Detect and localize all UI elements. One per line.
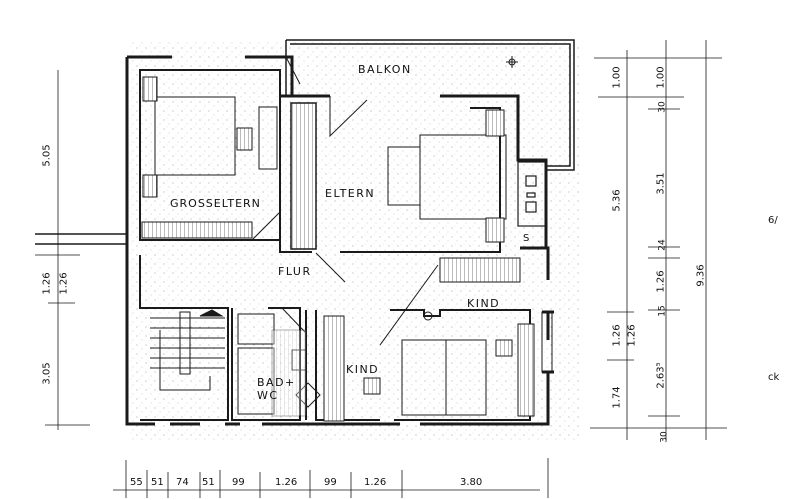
room-label-grosseltern: GROSSELTERN <box>170 197 261 210</box>
dim-right-outer-2: 5.36 <box>611 189 623 212</box>
dimension-lines <box>35 40 727 498</box>
dim-right-inner-3: 3.51 <box>655 172 667 195</box>
room-label-kind-right: KIND <box>467 297 501 310</box>
dim-right-outer-1: 1.00 <box>611 66 623 89</box>
wardrobe-grosseltern <box>141 221 253 239</box>
dim-right-inner-5: 1.26 <box>655 270 667 293</box>
dim-right-outer-4: 1.74 <box>611 386 623 409</box>
left-ledge <box>35 233 127 245</box>
dim-bottom-5: 99 <box>232 477 245 488</box>
window-kind <box>541 310 554 374</box>
dim-right-inner-1: 1.00 <box>655 66 667 89</box>
dim-left-2: 1.26 <box>41 272 53 295</box>
dim-right-inner-2: 30 <box>657 101 668 113</box>
counter-kind <box>439 257 521 283</box>
wardrobe-eltern <box>290 102 317 250</box>
dim-right-inner-8: 30 <box>659 431 670 443</box>
dim-bottom-2: 51 <box>151 477 164 488</box>
dim-bottom-7: 99 <box>324 477 337 488</box>
dim-right-inner-4: 24 <box>657 239 668 251</box>
dim-overall: 9.36 <box>695 264 707 287</box>
wardrobe-kind-right <box>517 323 535 417</box>
dim-bottom-4: 51 <box>202 477 215 488</box>
dim-bottom-1: 55 <box>130 477 143 488</box>
room-label-wc: WC <box>257 389 279 402</box>
room-label-eltern: ELTERN <box>325 187 376 200</box>
room-label-flur: FLUR <box>278 265 312 278</box>
dim-left-3: 3.05 <box>41 362 53 385</box>
dim-right-inner-7: 2.63⁵ <box>655 362 667 389</box>
dim-left-1: 5.05 <box>41 144 53 167</box>
room-label-kind-left: KIND <box>346 363 380 376</box>
dim-right-outer-3b: 1.26 <box>626 324 638 347</box>
wardrobe-kind <box>323 315 345 422</box>
dim-bottom-9: 3.80 <box>460 477 483 488</box>
dim-left-2b: 1.26 <box>58 272 70 295</box>
margin-mark-2: ck <box>768 372 780 383</box>
shaft-label: S <box>523 233 531 244</box>
dim-bottom-8: 1.26 <box>364 477 387 488</box>
furniture <box>142 76 513 416</box>
balcony <box>285 39 575 171</box>
room-label-balkon: BALKON <box>358 63 412 76</box>
dim-bottom-3: 74 <box>176 477 189 488</box>
staircase <box>150 309 225 391</box>
room-label-bad: BAD+ <box>257 376 296 389</box>
margin-mark-1: 6/ <box>768 215 778 226</box>
chimney-shaft <box>517 161 547 227</box>
bathroom-fixtures <box>237 313 321 417</box>
door-swings <box>251 56 439 346</box>
dim-bottom-6: 1.26 <box>275 477 298 488</box>
dim-right-inner-6: 15 <box>657 305 668 317</box>
balcony-drain-icon <box>506 56 518 68</box>
dim-right-outer-3: 1.26 <box>611 324 623 347</box>
